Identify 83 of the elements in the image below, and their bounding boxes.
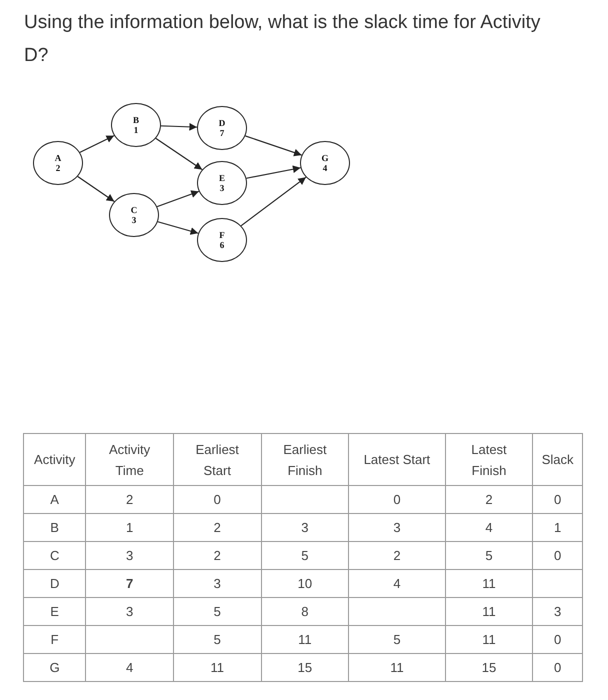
table-cell: G — [50, 660, 60, 675]
table-cell: 1 — [554, 520, 562, 535]
duration-label: 1 — [134, 125, 138, 135]
table-cell: 0 — [554, 492, 562, 507]
table-cell: 3 — [126, 604, 134, 619]
table-cell: E — [50, 604, 59, 619]
table-cell: 15 — [482, 660, 496, 675]
arrow — [246, 165, 301, 179]
table-cell: 4 — [126, 660, 134, 675]
table-cell: 0 — [214, 492, 221, 507]
activity-label: F — [219, 230, 225, 240]
table-cell: 5 — [301, 548, 309, 563]
activity-circle — [111, 103, 161, 147]
table-cell: 1 — [126, 520, 134, 535]
table-cell: 11 — [482, 576, 496, 591]
table-cell: 0 — [393, 492, 401, 507]
table-cell: 0 — [554, 660, 562, 675]
duration-label: 7 — [220, 128, 224, 138]
arrow — [156, 138, 202, 170]
arrow — [158, 221, 198, 235]
table-cell: 5 — [393, 632, 401, 647]
table-cell: 0 — [554, 632, 562, 647]
table-cell: 3 — [214, 576, 221, 591]
activity-circle — [33, 141, 83, 185]
table-cell: 3 — [301, 520, 309, 535]
duration-label: 3 — [220, 183, 224, 193]
column-header: Activity — [34, 451, 76, 469]
table-cell: 3 — [554, 604, 562, 619]
column-header: Earliest Start — [194, 440, 240, 480]
activity-label: G — [321, 153, 328, 163]
duration-label: 2 — [56, 163, 60, 173]
table-cell: 10 — [298, 576, 312, 591]
table-cell: 11 — [482, 604, 496, 619]
table-cell: 4 — [485, 520, 493, 535]
column-header: Slack — [542, 451, 574, 469]
activity-label: D — [218, 118, 226, 128]
table-cell: 11 — [390, 660, 404, 675]
table-cell: 2 — [485, 492, 493, 507]
table-cell: 11 — [298, 632, 312, 647]
arrow — [160, 123, 198, 131]
activity-label: A — [54, 153, 62, 163]
table-cell: 3 — [393, 520, 401, 535]
column-header: Activity Time — [108, 440, 152, 480]
column-header: Latest Finish — [470, 440, 508, 480]
table-cell: 4 — [393, 576, 401, 591]
table-cell: 5 — [485, 548, 493, 563]
activity-circle — [197, 218, 247, 262]
table-cell: 8 — [301, 604, 309, 619]
activity-circle — [109, 193, 159, 237]
activity-circle — [197, 161, 247, 205]
table-cell: 5 — [214, 604, 221, 619]
table-cell: 2 — [393, 548, 401, 563]
table-cell: 15 — [298, 660, 312, 675]
activity-label: E — [218, 173, 225, 183]
table-cell: 11 — [482, 632, 496, 647]
arrow — [245, 135, 302, 156]
arrow — [77, 176, 115, 202]
activity-label: C — [130, 205, 138, 215]
duration-label: 6 — [220, 240, 224, 250]
table-cell: D — [50, 576, 60, 591]
table-cell: 5 — [214, 632, 221, 647]
table-cell: F — [50, 632, 59, 647]
question-text: Using the information below, what is the slack time for Activity D? — [24, 11, 542, 68]
arrow — [240, 176, 306, 226]
table-cell: 11 — [210, 660, 224, 675]
table-cell: 0 — [554, 548, 562, 563]
column-header: Latest Start — [364, 451, 430, 469]
table-cell: 2 — [214, 548, 221, 563]
duration-label: 3 — [132, 215, 136, 225]
activity-circle — [197, 106, 247, 150]
activity-label: B — [132, 115, 139, 125]
table-cell: 3 — [126, 548, 134, 563]
arrow — [156, 190, 200, 208]
column-header: Earliest Finish — [282, 440, 328, 480]
activity-circle — [300, 141, 350, 185]
table-cell: 2 — [126, 492, 134, 507]
table-cell: A — [50, 492, 59, 507]
arrow — [80, 135, 114, 153]
table-cell: 7 — [126, 576, 134, 591]
duration-label: 4 — [322, 163, 328, 173]
table-cell: B — [50, 520, 59, 535]
table-cell: C — [50, 548, 60, 563]
table-cell: 2 — [214, 520, 221, 535]
